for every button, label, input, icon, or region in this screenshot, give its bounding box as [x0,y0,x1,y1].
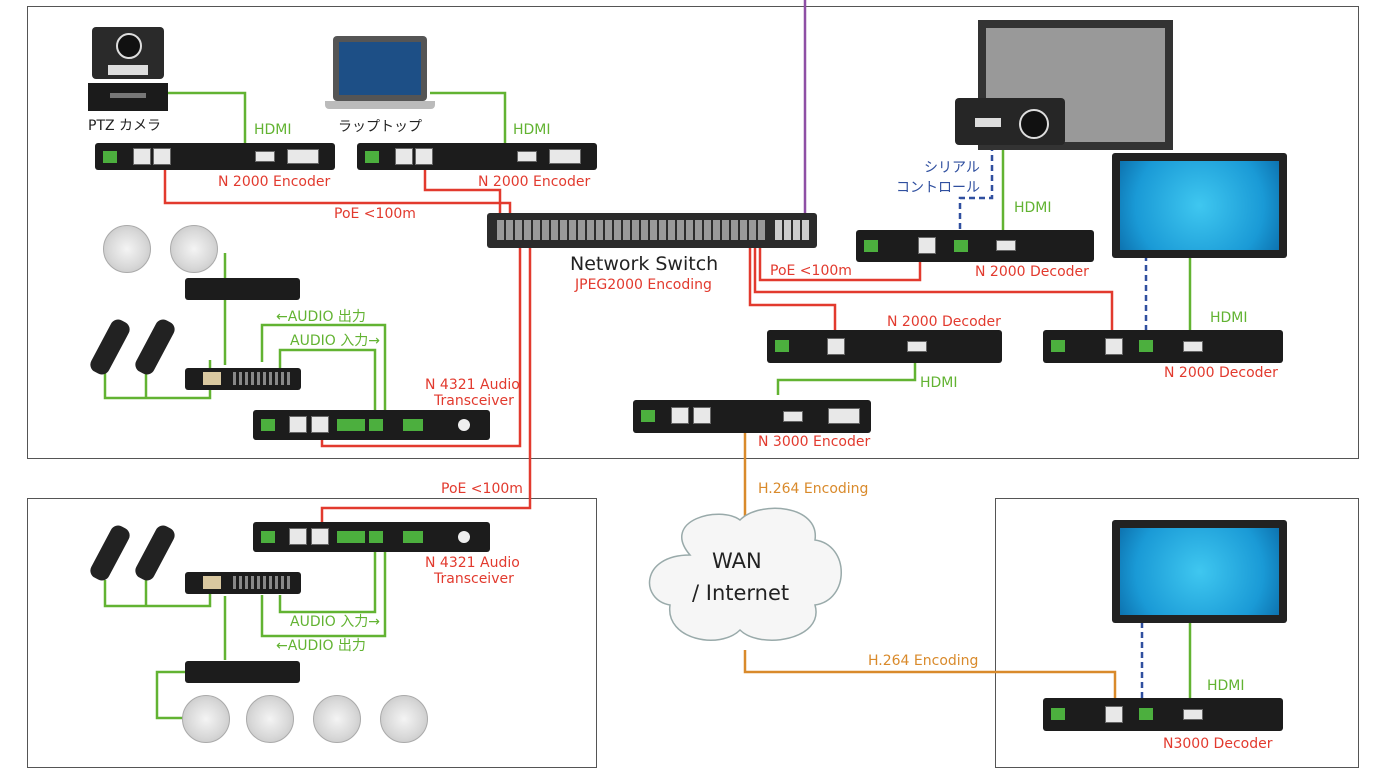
encoder-label-camera: N 2000 Encoder [218,174,331,190]
amplifier-icon [185,278,300,300]
n2000-encoder-camera [95,143,335,170]
hdmi-label-projector: HDMI [1014,200,1052,216]
encoder-label-n3000: N 3000 Encoder [758,434,871,450]
display-icon [1112,520,1287,623]
mixer-icon [185,572,301,594]
audio-transceiver-label-top-1: N 4321 Audio [425,377,520,393]
ceiling-speaker-icon [313,695,361,743]
audio-transceiver-label-bottom-1: N 4321 Audio [425,555,520,571]
serial-lines [958,145,1148,698]
hdmi-label-display: HDMI [1210,310,1248,326]
audio-in-label-top: AUDIO 入力→ [290,333,380,349]
serial-control-label-1: シリアル [924,160,980,176]
wan-label-2: / Internet [692,581,790,605]
ptz-camera-label: PTZ カメラ [88,118,162,134]
ptz-camera-icon [88,27,168,112]
wan-label-1: WAN [712,549,762,573]
wan-lines [743,432,1117,700]
h264-label-top: H.264 Encoding [758,481,869,497]
n3000-encoder [633,400,871,433]
audio-out-label-top: ←AUDIO 出力 [276,309,366,325]
amplifier-icon [185,661,300,683]
poe-label-switch: PoE <100m [770,263,852,279]
n3000-decoder-remote [1043,698,1283,731]
n2000-decoder-projector [856,230,1094,262]
ceiling-speaker-icon [380,695,428,743]
network-switch-label: Network Switch [570,253,719,275]
poe-label-top: PoE <100m [334,206,416,222]
encoder-label-laptop: N 2000 Encoder [478,174,591,190]
decoder-label-mid: N 2000 Decoder [887,314,1001,330]
decoder-label-display: N 2000 Decoder [1164,365,1278,381]
n4321-audio-transceiver-bottom [253,522,490,552]
hdmi-label-remote: HDMI [1207,678,1245,694]
n4321-audio-transceiver-top [253,410,490,440]
decoder-label-projector: N 2000 Decoder [975,264,1089,280]
ceiling-speaker-icon [103,225,151,273]
audio-out-label-bottom: ←AUDIO 出力 [276,638,366,654]
ceiling-speaker-icon [246,695,294,743]
n2000-encoder-laptop [357,143,597,170]
audio-in-label-bottom: AUDIO 入力→ [290,614,380,630]
projector-icon [955,98,1065,145]
room-main [27,6,1359,459]
laptop-label: ラップトップ [338,119,422,135]
audio-transceiver-label-bottom-2: Transceiver [434,571,514,587]
n2000-decoder-mid [767,330,1002,363]
serial-control-label-2: コントロール [896,180,980,196]
mixer-icon [185,368,301,390]
wan-cloud-shape [648,507,842,641]
hdmi-label-laptop: HDMI [513,122,551,138]
audio-transceiver-label-top-2: Transceiver [434,393,514,409]
h264-label-bottom: H.264 Encoding [868,653,979,669]
poe-lines [163,165,1114,522]
decoder-label-remote: N3000 Decoder [1163,736,1273,752]
hdmi-label-camera: HDMI [254,122,292,138]
display-icon [1112,153,1287,258]
ceiling-speaker-icon [182,695,230,743]
jpeg2000-label: JPEG2000 Encoding [575,277,712,293]
n2000-decoder-display [1043,330,1283,363]
laptop-icon [325,36,435,114]
ceiling-speaker-icon [170,225,218,273]
network-switch [487,213,817,248]
hdmi-label-n3000: HDMI [920,375,958,391]
poe-label-bottom: PoE <100m [441,481,523,497]
